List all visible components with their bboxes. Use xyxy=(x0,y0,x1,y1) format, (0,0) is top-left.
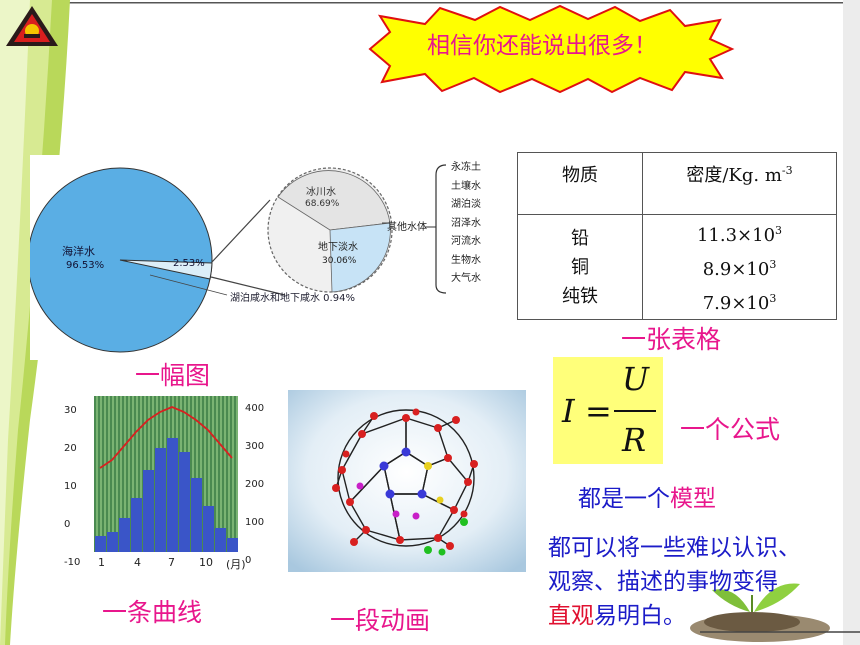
caption-curve: 一条曲线 xyxy=(102,598,203,627)
pie-zoom-ice-percent: 68.69% xyxy=(305,199,340,209)
pie-other-item: 湖泊淡 xyxy=(451,199,481,210)
table-row-density: 8.9×103 xyxy=(702,258,777,280)
formula-den: R xyxy=(622,421,647,459)
table-row-substance: 纯铁 xyxy=(562,285,598,307)
climate-x-tick: 10 xyxy=(199,556,213,569)
table-row-density: 7.9×103 xyxy=(702,292,777,314)
table-row-substance: 铅 xyxy=(571,227,589,249)
molecule-animation[interactable] xyxy=(288,390,526,572)
water-pie-diagram xyxy=(30,155,500,360)
climate-x-tick: 4 xyxy=(134,556,141,569)
banner-starburst xyxy=(368,4,735,94)
model-word: 模型 xyxy=(670,486,716,512)
explanation-line-1: 都可以将一些难以认识、 xyxy=(548,535,801,561)
pie-other-item: 河流水 xyxy=(451,236,481,247)
formula-lhs: I xyxy=(562,392,575,430)
explanation-red-word: 直观 xyxy=(548,603,594,629)
explanation-rest: 易明白。 xyxy=(594,603,686,629)
pie-zoom-ground-label: 地下淡水 xyxy=(318,242,358,253)
pie-small-percent: 2.53% xyxy=(173,258,205,269)
header-substance: 物质 xyxy=(517,152,643,215)
header-density-exp: -3 xyxy=(781,164,793,177)
header-density-text: 密度/Kg. m xyxy=(686,165,782,186)
climate-x-unit: (月) xyxy=(226,558,246,571)
climate-left-ticks: 30 20 10 0 -10 xyxy=(64,405,81,568)
climate-x-tick: 7 xyxy=(168,556,175,569)
pie-zoom-ice-label: 冰川水 xyxy=(306,187,336,198)
pie-other-item: 生物水 xyxy=(451,254,481,266)
density-table: 物质 密度/Kg. m-3 铅 铜 纯铁 11.3×103 8.9×103 7.… xyxy=(517,152,837,320)
pie-other-item: 永冻土 xyxy=(451,162,481,173)
pie-main-label: 海洋水 xyxy=(62,245,95,258)
formula-fraction-bar xyxy=(614,410,656,412)
explanation-line-3: 直观易明白。 xyxy=(548,596,686,630)
pie-other-label: 其他水体 xyxy=(387,222,427,233)
formula-eq: = xyxy=(585,392,612,430)
table-row-substance: 铜 xyxy=(571,256,589,278)
pie-other-items: 永冻土 土壤水 湖泊淡 沼泽水 河流水 生物水 大气水 xyxy=(451,159,481,289)
pie-main-percent: 96.53% xyxy=(66,260,105,271)
climate-chart xyxy=(62,388,274,578)
pie-other-item: 沼泽水 xyxy=(451,217,481,229)
climate-x-tick: 1 xyxy=(98,556,105,569)
header-density: 密度/Kg. m-3 xyxy=(642,152,837,215)
caption-animation: 一段动画 xyxy=(330,606,431,635)
density-cell: 11.3×103 8.9×103 7.9×103 xyxy=(642,214,837,320)
explanation-line-2: 观察、描述的事物变得 xyxy=(548,569,778,595)
caption-table: 一张表格 xyxy=(621,325,722,354)
pie-callout-label: 湖泊咸水和地下咸水 0.94% xyxy=(230,293,355,304)
substance-cell: 铅 铜 纯铁 xyxy=(517,214,643,320)
model-prefix: 都是一个 xyxy=(578,486,670,512)
pie-other-item: 土壤水 xyxy=(451,180,481,192)
model-line: 都是一个模型 xyxy=(578,479,716,513)
caption-formula: 一个公式 xyxy=(680,415,781,444)
table-row-density: 11.3×103 xyxy=(696,224,783,246)
banner-text: 相信你还能说出很多！ xyxy=(427,33,657,59)
pie-zoom-ground-percent: 30.06% xyxy=(322,256,357,266)
climate-right-ticks: 400 300 200 100 0 xyxy=(245,403,265,566)
caption-picture: 一幅图 xyxy=(135,361,211,390)
logo-icon xyxy=(6,6,58,46)
pie-other-item: 大气水 xyxy=(451,273,481,284)
formula-num: U xyxy=(622,360,649,398)
